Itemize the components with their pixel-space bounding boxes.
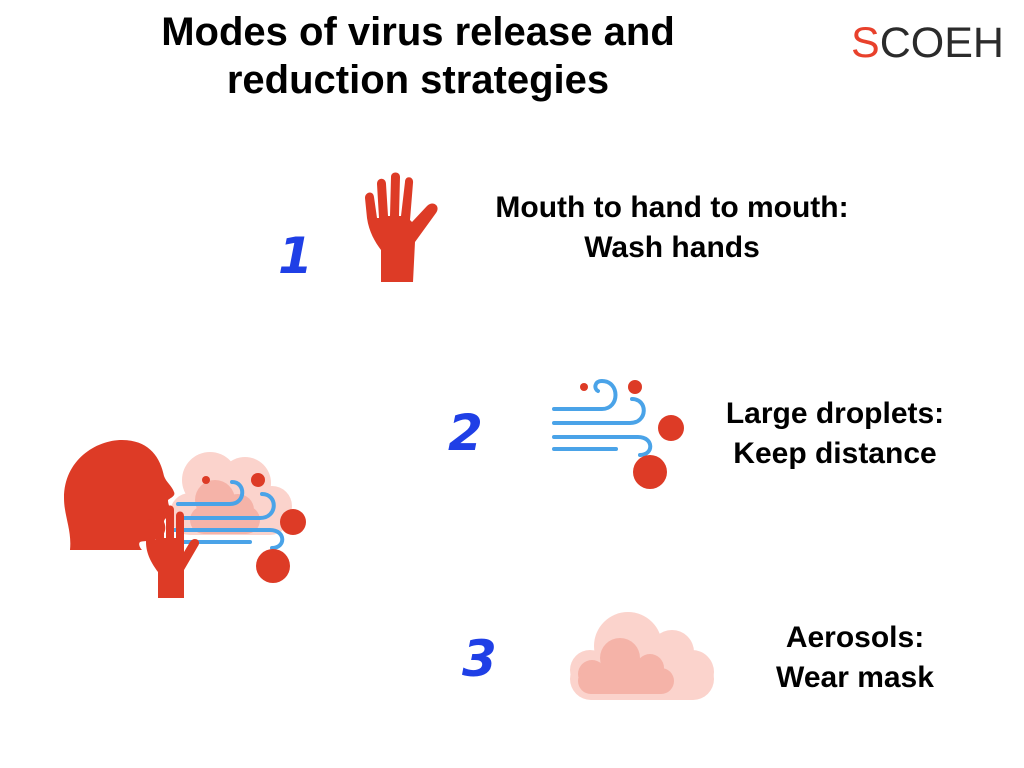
scoeh-logo: SCOEH bbox=[851, 22, 1004, 65]
mode-3-label: Aerosols: Wear mask bbox=[740, 618, 970, 698]
mode-1-label: Mouth to hand to mouth: Wash hands bbox=[462, 188, 882, 268]
page-title: Modes of virus release and reduction str… bbox=[118, 8, 718, 104]
logo-first-letter: S bbox=[851, 19, 880, 67]
exhaled-aerosol-cloud bbox=[170, 452, 292, 535]
mode-3-route: Aerosols: bbox=[785, 621, 925, 654]
mode-2-route: Large droplets: bbox=[725, 397, 945, 430]
mode-2-label: Large droplets: Keep distance bbox=[690, 394, 980, 474]
logo-rest: COEH bbox=[879, 19, 1004, 67]
aerosol-cloud-icon bbox=[570, 612, 714, 700]
mode-3-number: 3 bbox=[462, 630, 497, 688]
mode-1-number: 1 bbox=[278, 227, 313, 285]
mode-1-route: Mouth to hand to mouth: bbox=[495, 191, 849, 224]
hand-icon bbox=[365, 172, 438, 282]
droplets-wind-icon bbox=[552, 378, 684, 489]
front-hand bbox=[146, 505, 200, 598]
mode-3-strategy: Wear mask bbox=[776, 661, 934, 694]
mode-2-strategy: Keep distance bbox=[733, 437, 937, 470]
mode-1-strategy: Wash hands bbox=[584, 231, 760, 264]
mode-2-number: 2 bbox=[448, 404, 483, 462]
person-exhaling-icon bbox=[64, 440, 306, 598]
title-line-1: Modes of virus release and bbox=[161, 10, 675, 54]
title-line-2: reduction strategies bbox=[226, 58, 610, 102]
